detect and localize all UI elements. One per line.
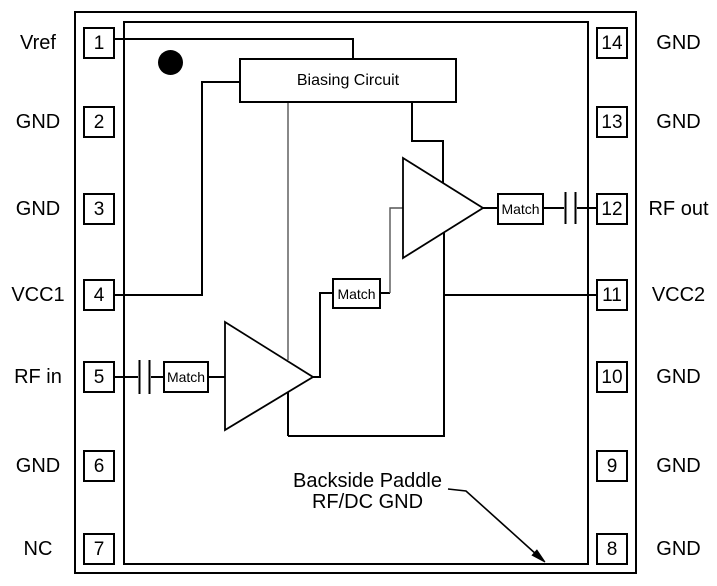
backside-paddle-annotation: Backside Paddle RF/DC GND (250, 471, 485, 513)
output-match-block: Match (497, 193, 544, 225)
output-dc-block-capacitor-icon (564, 192, 577, 224)
pin-label-rfout: RF out (648, 198, 709, 220)
pin-label-vcc2: VCC2 (651, 284, 706, 306)
pin-box-11: 11 (596, 279, 628, 311)
pin-label-gnd-13: GND (656, 111, 701, 133)
pin-label-vcc1: VCC1 (11, 284, 65, 306)
pin-label-nc: NC (23, 538, 53, 560)
die-outline (123, 21, 589, 565)
interstage-match-block: Match (332, 278, 381, 309)
wire-vref-to-biasing (115, 38, 354, 58)
pin-label-gnd-6: GND (15, 455, 61, 477)
pin-label-gnd-9: GND (656, 455, 701, 477)
pin-box-3: 3 (83, 193, 115, 225)
pin-box-5: 5 (83, 361, 115, 393)
pin-label-gnd-10: GND (656, 366, 701, 388)
pin-box-14: 14 (596, 27, 628, 59)
pin-label-vref: Vref (20, 32, 56, 54)
input-dc-block-capacitor-icon (138, 360, 151, 394)
wire-match2-to-amp2 (389, 207, 403, 293)
pin-box-4: 4 (83, 279, 115, 311)
biasing-circuit-block: Biasing Circuit (239, 58, 457, 103)
pin-box-2: 2 (83, 106, 115, 138)
wire-bias-to-amp2 (411, 103, 444, 184)
pin-box-6: 6 (83, 450, 115, 482)
backside-paddle-annotation-line2: RF/DC GND (311, 491, 424, 513)
backside-paddle-annotation-line1: Backside Paddle (293, 470, 442, 492)
pin-box-1: 1 (83, 27, 115, 59)
pin-box-7: 7 (83, 533, 115, 565)
amplifier-stage1-triangle-icon (224, 320, 315, 432)
pin-label-gnd-2: GND (15, 111, 61, 133)
pin-box-8: 8 (596, 533, 628, 565)
amplifier-stage2-triangle-icon (402, 156, 485, 260)
pin-label-gnd-8: GND (656, 538, 701, 560)
pin-box-13: 13 (596, 106, 628, 138)
input-match-block: Match (163, 361, 209, 393)
pin-label-gnd-14: GND (656, 32, 701, 54)
wire-amp1-to-match2 (313, 292, 332, 378)
package-outline (74, 11, 637, 574)
wire-vcc1-to-biasing (115, 81, 239, 296)
paddle-pointer-arrow-icon (447, 488, 546, 563)
pin-label-gnd-3: GND (15, 198, 61, 220)
pin-box-10: 10 (596, 361, 628, 393)
wire-bottom-rail (288, 233, 445, 437)
pin-box-9: 9 (596, 450, 628, 482)
pin-box-12: 12 (596, 193, 628, 225)
pin-label-rfin: RF in (14, 366, 62, 388)
pin-1-indicator-dot (158, 50, 183, 75)
